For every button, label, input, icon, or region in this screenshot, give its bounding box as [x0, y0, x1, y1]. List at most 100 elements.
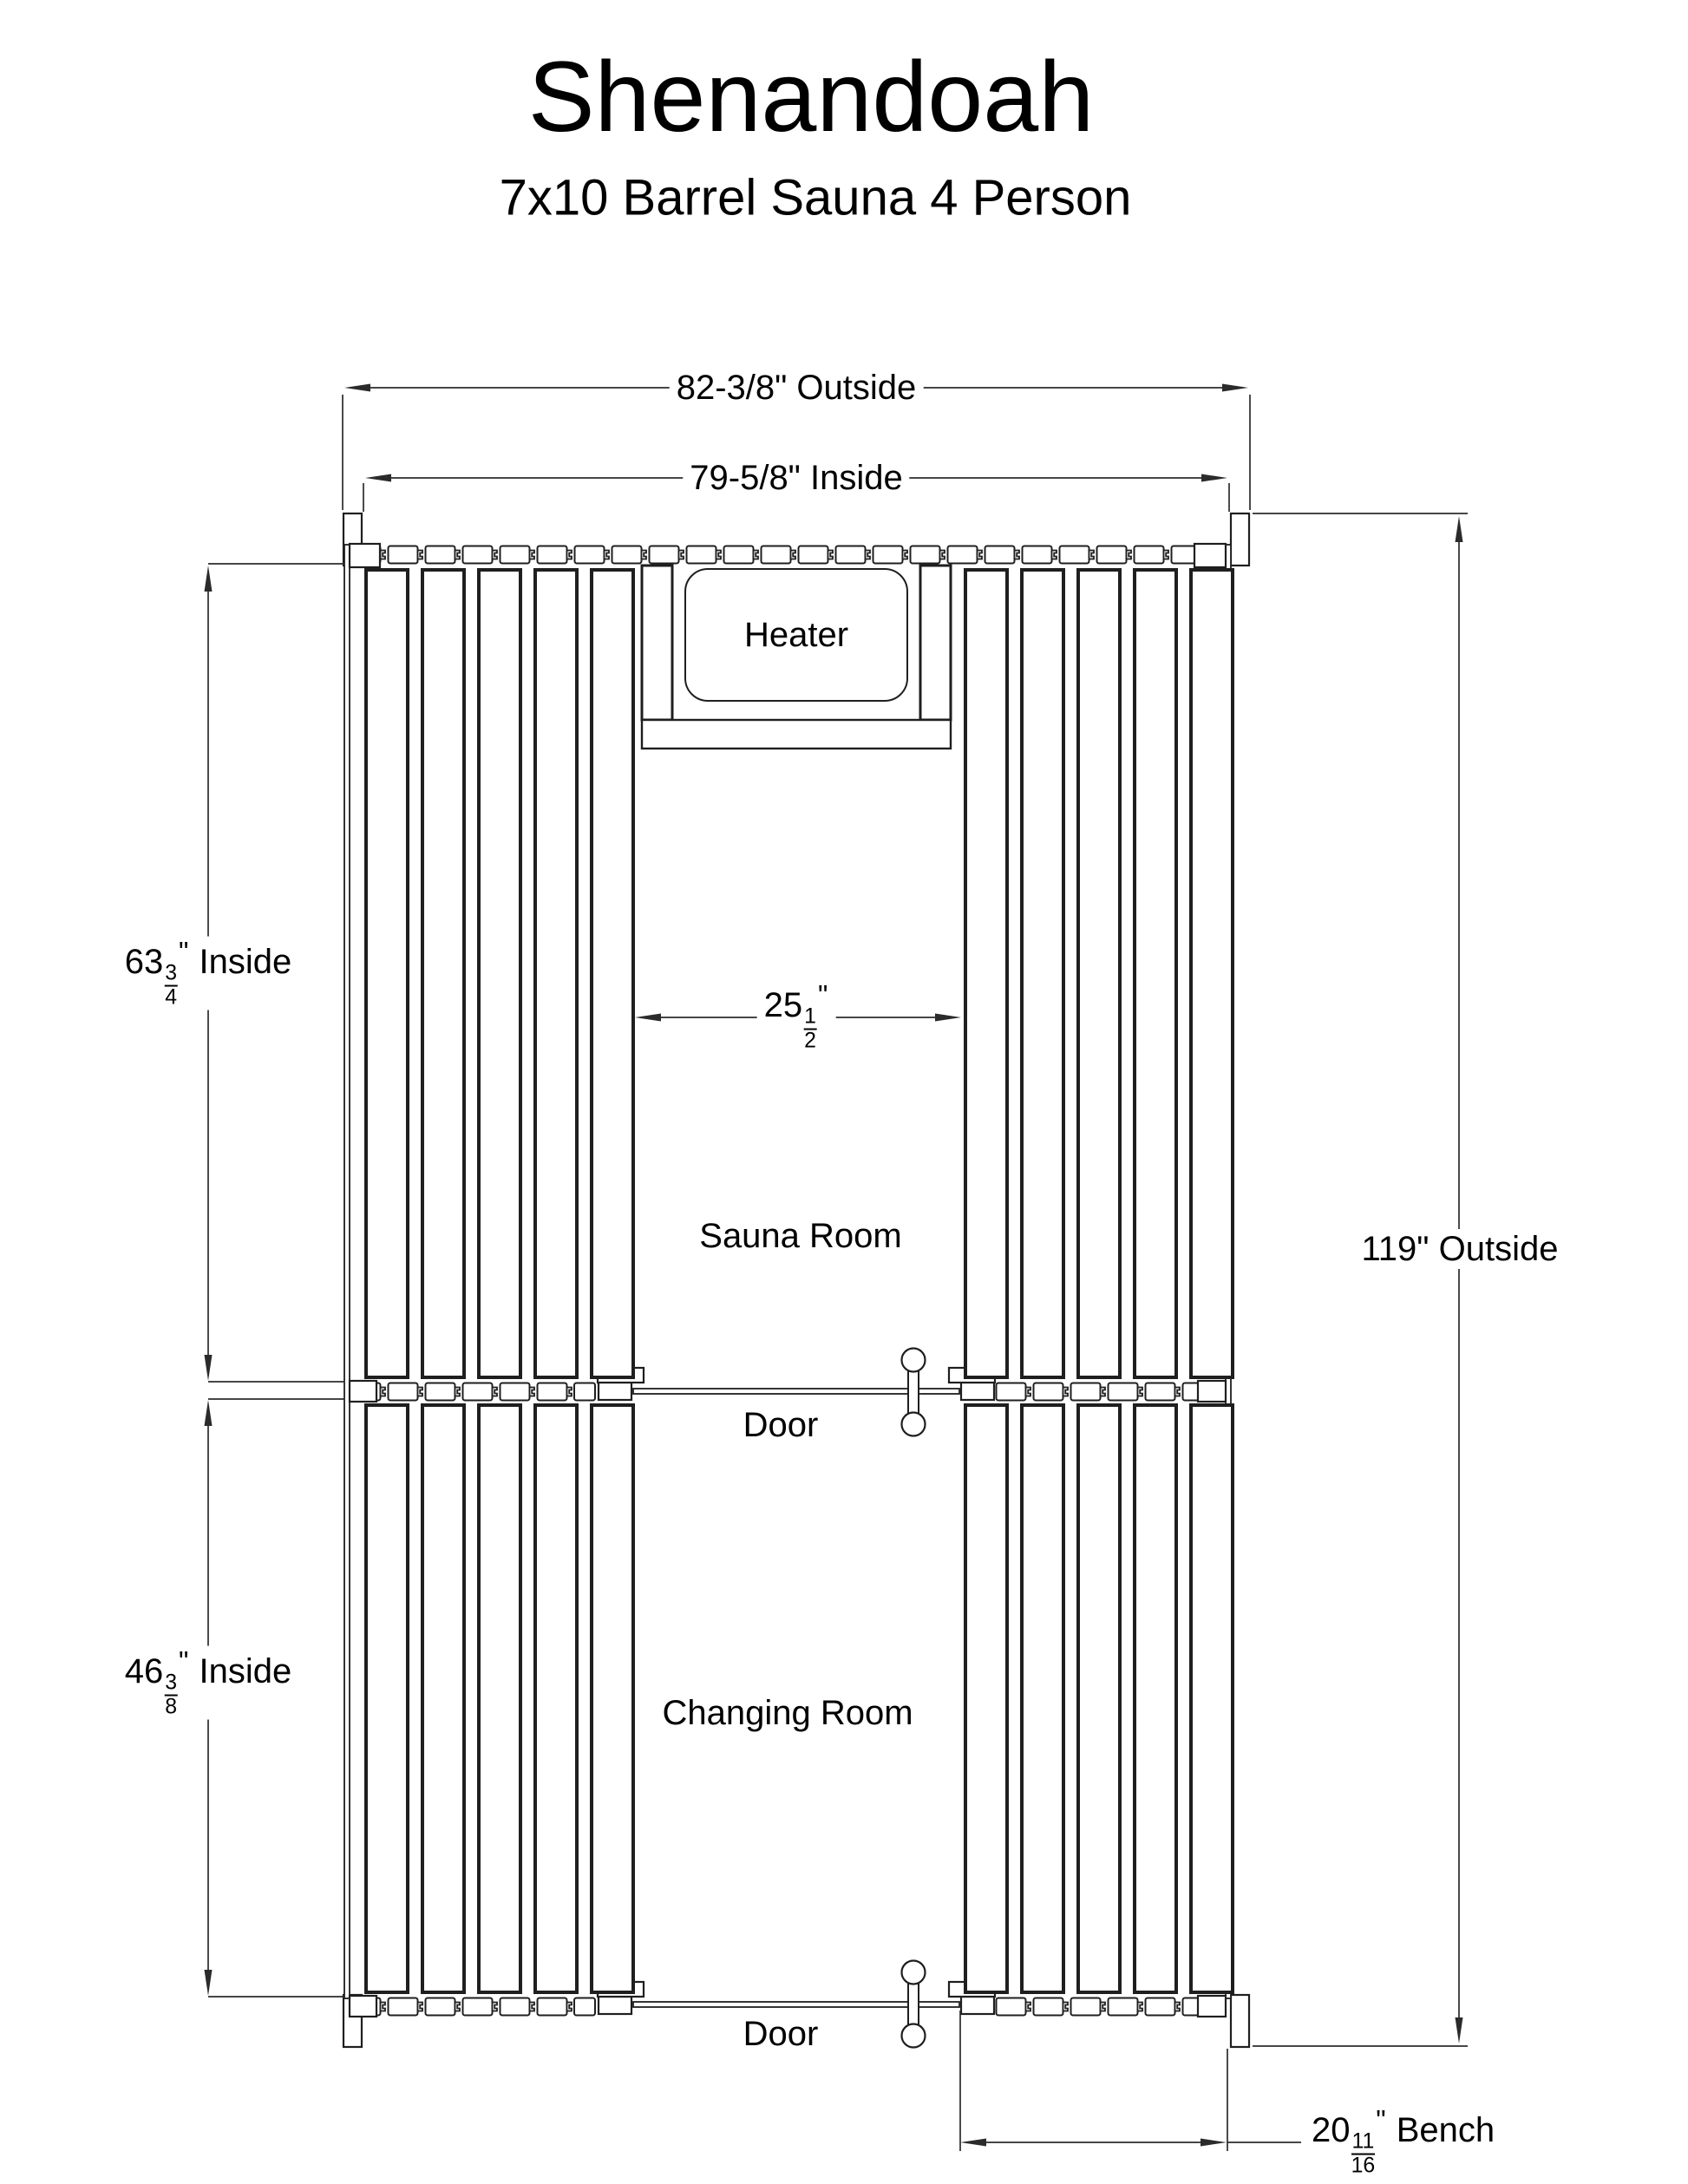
wall-stave	[499, 1997, 535, 2017]
bench-board	[1133, 1403, 1178, 1994]
extension-lines	[208, 395, 1468, 2151]
bench-board	[964, 568, 1009, 1379]
wall-stave	[1133, 545, 1169, 565]
wall-stave	[1144, 1997, 1181, 2017]
door-jamb-blocks	[596, 1366, 997, 1998]
left-wall	[343, 544, 350, 1999]
dim-unit: "	[179, 1645, 190, 1677]
entry-door-panel	[632, 2001, 960, 2008]
wall-stave	[984, 545, 1020, 565]
dim-whole: 63	[124, 942, 164, 981]
dim-denominator: 8	[165, 1695, 178, 1719]
bench-board	[1189, 568, 1234, 1379]
wall-stave	[573, 545, 610, 565]
dim-whole: 20	[1312, 2110, 1351, 2149]
dim-suffix: Inside	[189, 942, 292, 981]
wall-stave	[461, 545, 498, 565]
wall-stave	[1070, 1997, 1106, 2017]
bench-board	[590, 1403, 635, 1994]
bench-board	[590, 568, 635, 1379]
dim-numerator: 1	[803, 1004, 817, 1030]
dim-suffix: Inside	[189, 1651, 292, 1690]
dimension-inside-width: 79-5/8" Inside	[683, 458, 910, 498]
wall-stave	[573, 1997, 596, 2017]
heater-enclosure	[640, 564, 952, 750]
page-title: Shenandoah	[527, 42, 1095, 153]
wall-stave	[499, 1382, 535, 1402]
wall-stave	[536, 1382, 572, 1402]
wall-stave	[1144, 1382, 1181, 1402]
bench-boards	[364, 568, 1234, 1994]
wall-stave	[909, 545, 945, 565]
dimension-outside-width: 82-3/8" Outside	[669, 368, 924, 408]
wall-stave	[1096, 545, 1132, 565]
page-subtitle: 7x10 Barrel Sauna 4 Person	[499, 169, 1132, 226]
dimension-outside-length: 119" Outside	[1354, 1229, 1566, 1269]
wall-stave	[1107, 1382, 1143, 1402]
bench-board	[964, 1403, 1009, 1994]
heater-post-left	[640, 564, 674, 722]
dimension-arrows	[204, 383, 1463, 2147]
dim-numerator: 3	[164, 961, 179, 987]
heater-unit	[684, 568, 908, 702]
wall-stave	[834, 545, 871, 565]
bench-board	[364, 568, 409, 1379]
bench-board	[533, 1403, 579, 1994]
sauna-door-handle-icon	[900, 1347, 926, 1437]
bench-board	[364, 1403, 409, 1994]
bench-board	[477, 568, 522, 1379]
wall-stave	[723, 545, 759, 565]
wall-stave	[387, 1382, 423, 1402]
wall-stave	[1021, 545, 1057, 565]
wall-stave	[536, 1997, 572, 2017]
sauna-room-label: Sauna Room	[699, 1217, 902, 1255]
wall-stave	[461, 1382, 498, 1402]
wall-stave	[648, 545, 684, 565]
wall-stave	[946, 545, 983, 565]
bench-board	[1076, 1403, 1122, 1994]
wall-stave	[536, 545, 572, 565]
band-end-blocks	[348, 542, 1227, 2018]
wall-stave	[424, 545, 461, 565]
bench-board	[1133, 568, 1178, 1379]
dim-whole: 46	[124, 1651, 164, 1690]
sauna-door-panel	[632, 1388, 960, 1395]
wall-stave	[995, 1997, 1031, 2017]
entry-door-handle-icon	[900, 1959, 926, 2049]
corner-tab-bottom-right	[1229, 1993, 1251, 2049]
entry-door-label: Door	[743, 2015, 819, 2053]
dim-unit: "	[817, 979, 829, 1011]
bench-board	[421, 568, 466, 1379]
dim-numerator: 11	[1351, 2129, 1376, 2155]
wall-stave	[1032, 1997, 1069, 2017]
wall-stave	[387, 1997, 423, 2017]
wall-stave	[611, 545, 647, 565]
bench-board	[1189, 1403, 1234, 1994]
corner-tab-top-right	[1229, 512, 1251, 567]
doors	[632, 1347, 960, 2049]
bench-board	[421, 1403, 466, 1994]
wall-stave	[685, 545, 722, 565]
heater-label: Heater	[743, 616, 849, 654]
wall-stave	[499, 545, 535, 565]
heater-post-right	[919, 564, 952, 722]
dim-denominator: 4	[165, 985, 178, 1010]
changing-room-label: Changing Room	[662, 1694, 913, 1732]
dim-whole: 25	[763, 985, 803, 1024]
bench-board	[1020, 1403, 1065, 1994]
dim-numerator: 3	[164, 1671, 179, 1697]
dim-denominator: 16	[1351, 2154, 1376, 2178]
wall-stave	[872, 545, 908, 565]
sauna-door-label: Door	[743, 1406, 819, 1444]
wall-stave	[760, 545, 796, 565]
wall-stave	[1058, 545, 1095, 565]
